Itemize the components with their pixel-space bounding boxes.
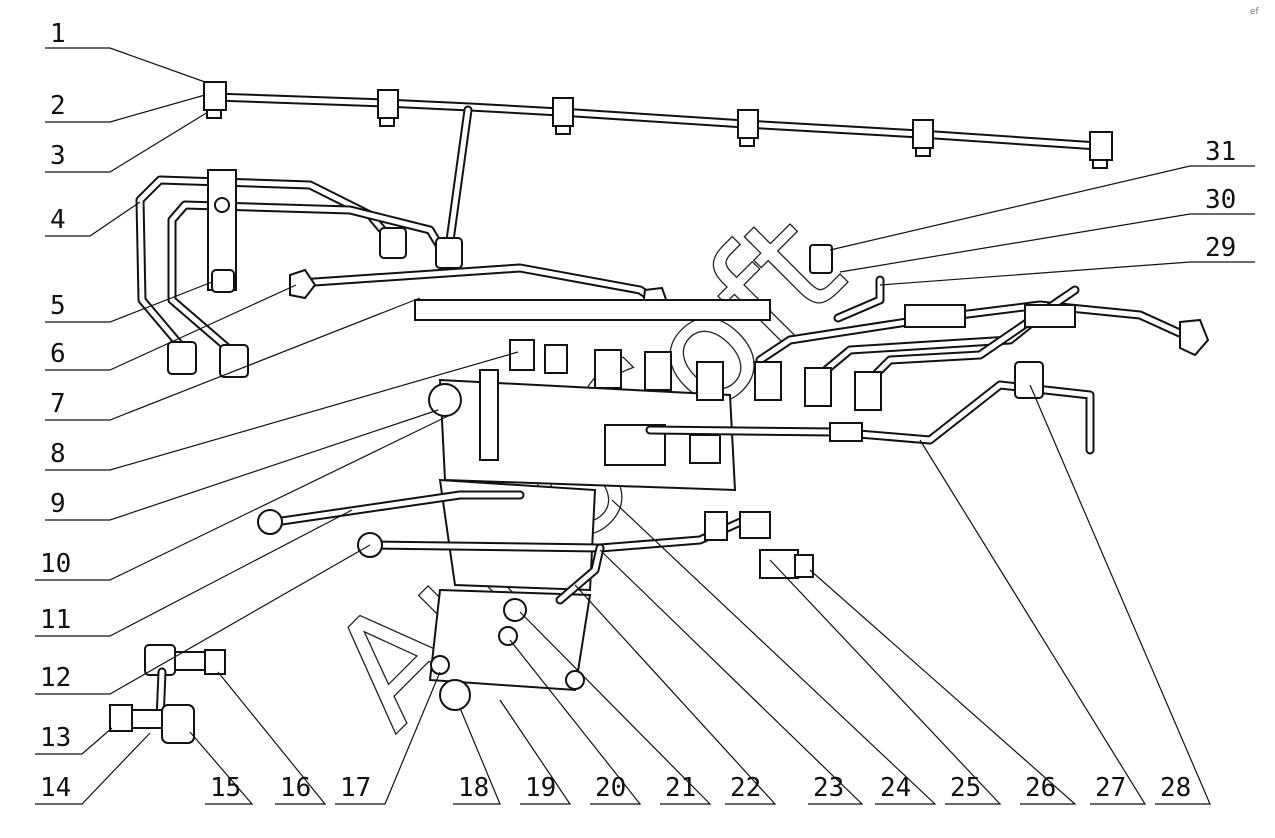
fuel-feed-lines	[257, 361, 1095, 605]
callout-28: 28	[1029, 384, 1211, 805]
svg-text:15: 15	[210, 773, 241, 803]
svg-text:20: 20	[595, 773, 626, 803]
callout-9: 9	[45, 409, 439, 521]
left-injector-pipes	[135, 169, 670, 378]
svg-text:21: 21	[665, 773, 696, 803]
callout-2: 2	[45, 91, 206, 123]
svg-text:27: 27	[1095, 773, 1126, 803]
callout-labels: 1 2 3 4 5 6 7 8 9 10 11 12 13 14 15 16 1…	[35, 19, 1255, 805]
svg-text:2: 2	[50, 91, 66, 121]
callout-29: 29	[879, 233, 1255, 286]
svg-text:4: 4	[50, 205, 66, 235]
callout-31: 31	[829, 137, 1255, 251]
callout-3: 3	[45, 111, 209, 173]
callout-20: 20	[509, 639, 642, 805]
svg-text:28: 28	[1160, 773, 1191, 803]
svg-text:9: 9	[50, 489, 66, 519]
callout-19: 19	[499, 699, 572, 805]
svg-text:3: 3	[50, 141, 66, 171]
callout-27: 27	[919, 439, 1147, 805]
callout-6: 6	[45, 284, 297, 371]
right-injector-pipes	[755, 244, 1210, 385]
svg-text:31: 31	[1205, 137, 1236, 167]
svg-text:19: 19	[525, 773, 556, 803]
svg-text:14: 14	[40, 773, 71, 803]
callout-16: 16	[217, 671, 327, 805]
svg-text:12: 12	[40, 663, 71, 693]
svg-text:24: 24	[880, 773, 911, 803]
svg-text:11: 11	[40, 605, 71, 635]
top-return-line	[203, 81, 1113, 260]
svg-text:8: 8	[50, 439, 66, 469]
callout-25: 25	[769, 559, 1002, 805]
svg-text:6: 6	[50, 339, 66, 369]
callout-26: 26	[809, 569, 1077, 805]
callout-14: 14	[35, 732, 151, 805]
callout-17: 17	[335, 671, 441, 805]
corner-mark: ef	[1250, 7, 1260, 17]
callout-13: 13	[35, 723, 113, 755]
callout-1: 1	[45, 19, 206, 83]
callout-30: 30	[839, 185, 1255, 273]
callout-24: 24	[611, 499, 937, 805]
callout-15: 15	[189, 731, 254, 805]
callout-23: 23	[599, 549, 864, 805]
svg-text:17: 17	[340, 773, 371, 803]
svg-text:5: 5	[50, 291, 66, 321]
svg-text:25: 25	[950, 773, 981, 803]
callout-8: 8	[45, 351, 519, 471]
callout-5: 5	[45, 281, 213, 323]
svg-text:23: 23	[813, 773, 844, 803]
svg-text:18: 18	[458, 773, 489, 803]
callout-10: 10	[35, 415, 449, 581]
svg-text:1: 1	[50, 19, 66, 49]
svg-text:26: 26	[1025, 773, 1056, 803]
banjo-fitting	[203, 81, 1113, 169]
callout-22: 22	[574, 584, 777, 805]
svg-text:10: 10	[40, 549, 71, 579]
svg-text:29: 29	[1205, 233, 1236, 263]
callout-7: 7	[45, 297, 421, 421]
callout-21: 21	[519, 611, 712, 805]
svg-text:7: 7	[50, 389, 66, 419]
callout-12: 12	[35, 544, 371, 695]
svg-text:16: 16	[280, 773, 311, 803]
svg-text:13: 13	[40, 723, 71, 753]
callout-4: 4	[45, 201, 141, 237]
svg-text:22: 22	[730, 773, 761, 803]
callout-18: 18	[453, 707, 501, 805]
svg-text:30: 30	[1205, 185, 1236, 215]
loose-fittings	[109, 644, 226, 744]
callout-11: 11	[35, 509, 353, 637]
